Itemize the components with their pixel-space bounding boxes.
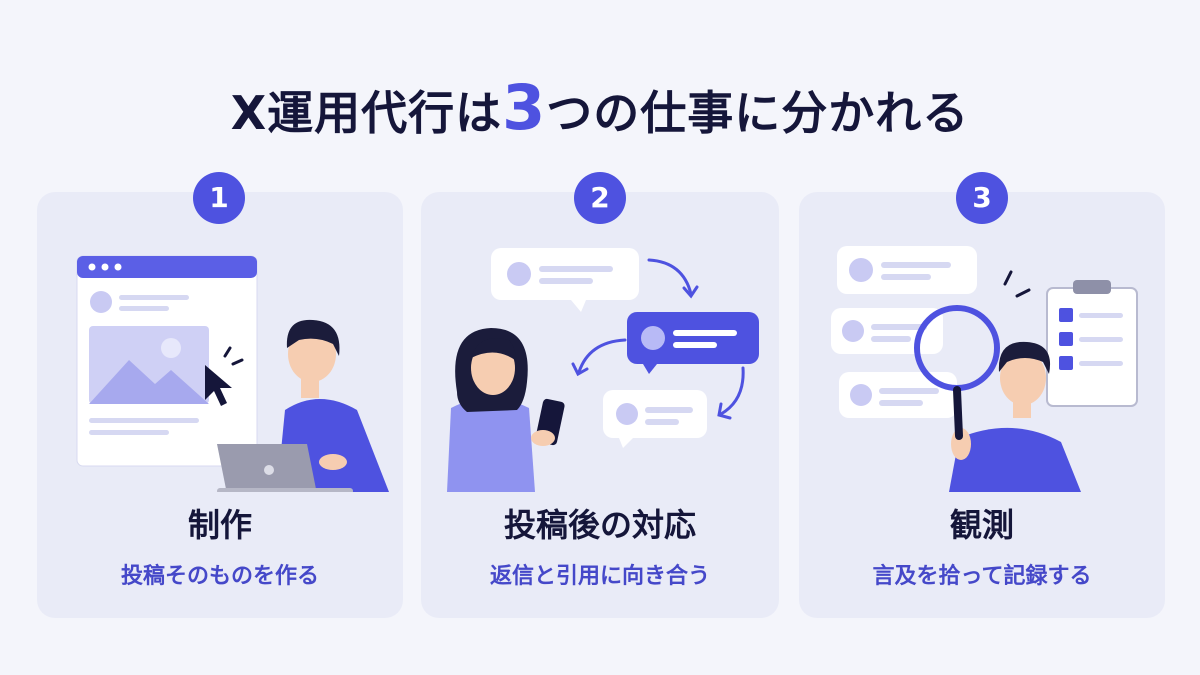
card-subtitle-post-response: 返信と引用に向き合う xyxy=(489,564,710,589)
page-title: X運用代行は3つの仕事に分かれる xyxy=(0,77,1200,143)
chat-bubble-reply-icon xyxy=(603,390,707,448)
cursor-icon xyxy=(205,346,244,406)
post-response-illustration xyxy=(447,248,759,492)
chat-bubble-icon xyxy=(831,246,977,418)
card-title-monitoring: 観測 xyxy=(949,506,1014,544)
smartphone-icon xyxy=(531,398,565,446)
title-suffix: つの仕事に分かれる xyxy=(546,86,970,140)
production-illustration xyxy=(76,255,389,492)
chat-bubble-highlight-icon xyxy=(627,312,759,374)
step-badge-3: 3 xyxy=(956,172,1008,224)
browser-window-icon xyxy=(76,255,258,467)
card-title-production: 制作 xyxy=(187,506,252,544)
title-number: 3 xyxy=(502,71,547,144)
woman-with-phone xyxy=(447,328,535,492)
card-subtitle-production: 投稿そのものを作る xyxy=(120,564,319,589)
clipboard-checklist-icon xyxy=(1046,280,1138,407)
laptop-icon xyxy=(217,444,353,492)
card-subtitle-monitoring: 言及を拾って記録する xyxy=(872,564,1092,589)
title-prefix: X運用代行は xyxy=(230,86,503,140)
monitoring-illustration xyxy=(831,246,1138,492)
card-post-response: 投稿後の対応 返信と引用に向き合う xyxy=(421,192,779,618)
man-with-magnifier xyxy=(949,341,1081,492)
magnifier-icon xyxy=(914,270,1031,440)
card-monitoring: 観測 言及を拾って記録する xyxy=(799,192,1165,618)
card-production: 制作 投稿そのものを作る xyxy=(37,192,403,618)
card-title-post-response: 投稿後の対応 xyxy=(503,506,696,544)
step-badge-1: 1 xyxy=(193,172,245,224)
chat-bubble-icon xyxy=(491,248,639,312)
step-badge-2: 2 xyxy=(574,172,626,224)
arrow-icon xyxy=(571,258,745,420)
